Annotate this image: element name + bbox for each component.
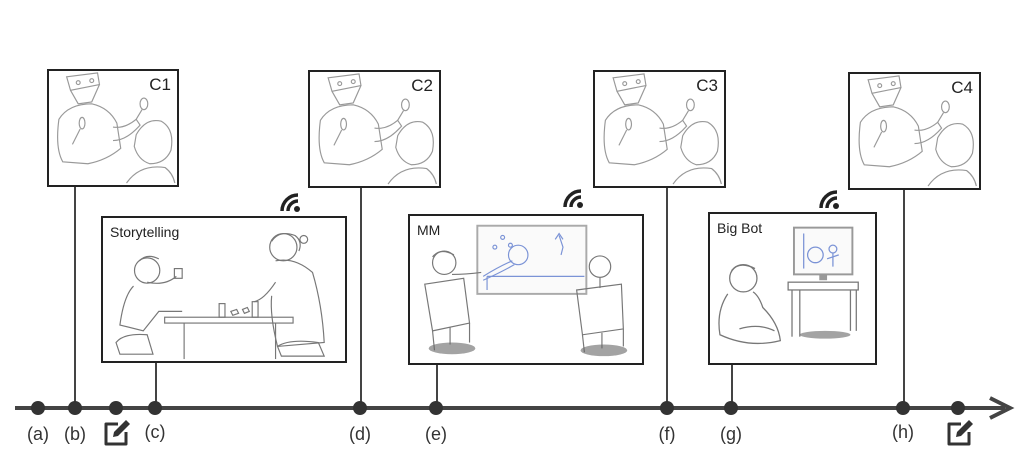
wireless-signal-icon: [280, 193, 300, 212]
edit-icon: [947, 420, 973, 446]
timeline-point-edit1: [109, 401, 123, 415]
timeline-point-a: [31, 401, 45, 415]
wireless-signal-icon: [819, 190, 839, 209]
conversation-panel-c3: C3: [593, 70, 726, 188]
timeline-point-b: [68, 401, 82, 415]
tick-label-b: (b): [64, 424, 86, 444]
conversation-label: C2: [411, 76, 433, 95]
connector-c1: [74, 186, 76, 408]
connector-storytelling: [155, 362, 157, 408]
connector-mm: [436, 364, 438, 408]
activity-label: Storytelling: [110, 224, 180, 240]
wireless-signal-icon: [563, 189, 583, 208]
robot-child-illustration: [318, 73, 437, 185]
connector-c2: [360, 187, 362, 408]
conversation-panel-c1: C1: [47, 69, 179, 187]
connector-c4: [903, 190, 905, 408]
conversation-label: C3: [696, 76, 718, 95]
timeline-point-e: [429, 401, 443, 415]
timeline-point-edit2: [951, 401, 965, 415]
robot-child-illustration: [858, 75, 977, 187]
activity-panel-mm: MM: [408, 214, 644, 365]
activity-label: MM: [417, 222, 441, 238]
storytelling-illustration: [115, 232, 326, 360]
timeline-point-g: [724, 401, 738, 415]
edit-icon: [104, 420, 130, 446]
arrow-right-icon: [989, 396, 1015, 420]
timeline-point-f: [660, 401, 674, 415]
tick-label-c: (c): [144, 422, 166, 442]
connector-bigbot: [731, 364, 733, 408]
robot-child-illustration: [57, 72, 176, 184]
tick-label-g: (g): [720, 424, 742, 444]
tick-label-e: (e): [425, 424, 447, 444]
tick-label-d: (d): [349, 424, 371, 444]
conversation-label: C4: [951, 78, 973, 97]
robot-child-illustration: [603, 73, 722, 185]
tick-label-h: (h): [892, 422, 914, 442]
activity-panel-big-bot: Big Bot: [708, 212, 877, 365]
whiteboard-illustration: [424, 224, 628, 357]
timeline-point-h: [896, 401, 910, 415]
conversation-panel-c2: C2: [308, 70, 441, 188]
tv-watching-illustration: [718, 226, 859, 345]
tick-label-f: (f): [658, 424, 676, 444]
tick-label-a: (a): [27, 424, 49, 444]
activity-label: Big Bot: [717, 220, 763, 236]
activity-panel-storytelling: Storytelling: [101, 216, 347, 363]
timeline-point-d: [353, 401, 367, 415]
connector-c3: [666, 187, 668, 408]
conversation-panel-c4: C4: [848, 72, 981, 190]
timeline-point-c: [148, 401, 162, 415]
conversation-label: C1: [149, 75, 171, 94]
